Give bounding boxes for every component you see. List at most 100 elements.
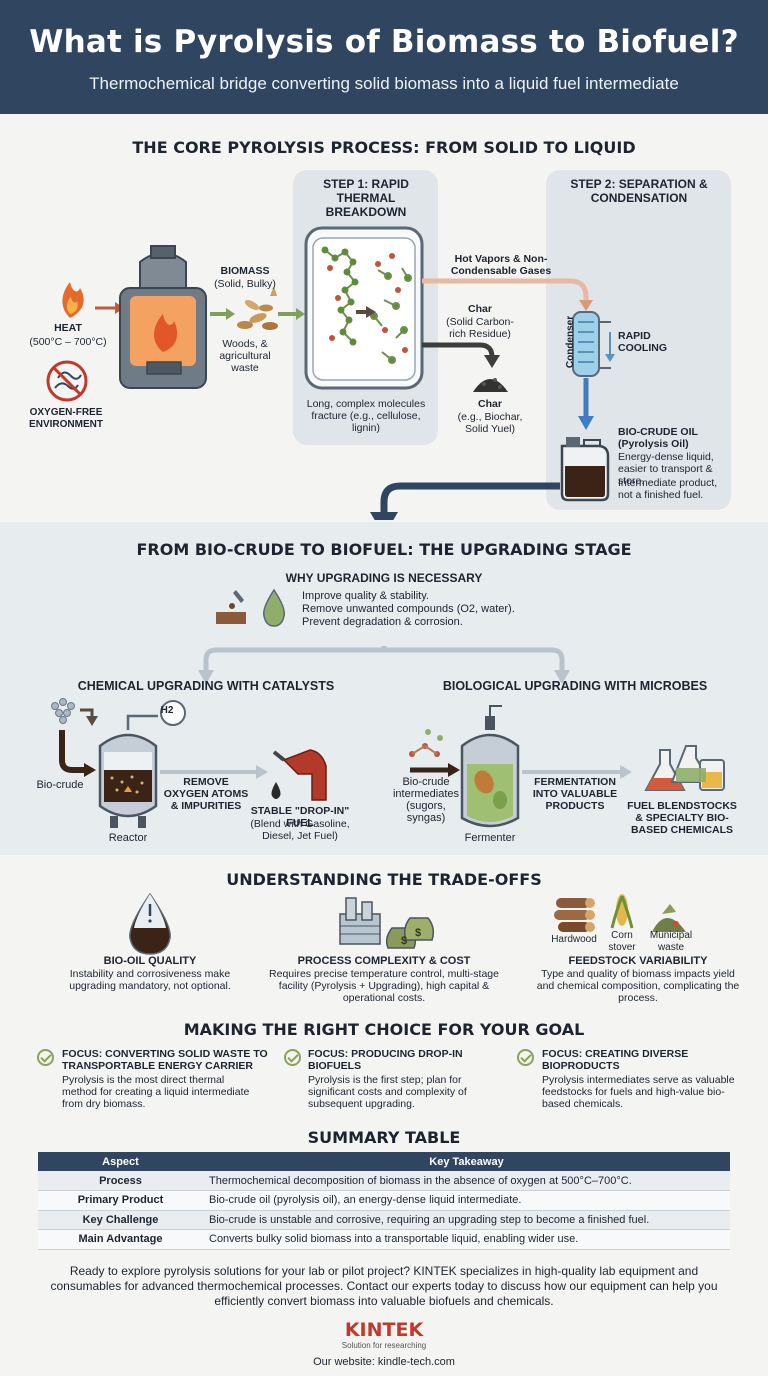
choice-2-title: FOCUS: PRODUCING DROP-IN BIOFUELS — [308, 1048, 463, 1072]
check-icon — [517, 1049, 534, 1066]
table-cell: Converts bulky solid biomass into a tran… — [203, 1229, 730, 1250]
pyrolysis-reactor-icon — [119, 245, 207, 389]
check-icon — [284, 1049, 301, 1066]
table-cell: Process — [38, 1171, 203, 1191]
tradeoffs-icons: $ $ — [129, 892, 686, 955]
hot-vapors-label: Hot Vapors & Non-Condensable Gases — [450, 253, 552, 277]
tradeoffs-title: UNDERSTANDING THE TRADE-OFFS — [226, 870, 542, 889]
oil-drop-icon — [129, 892, 171, 955]
biocrude-label: Bio-crude — [36, 779, 84, 791]
intermediate-molecules-icon — [409, 743, 440, 757]
upgrading-diagram — [51, 588, 725, 828]
catalytic-reactor-icon — [98, 733, 158, 828]
why-item-1: Improve quality & stability. — [302, 590, 429, 602]
biomass-label: BIOMASS — [220, 265, 270, 277]
biocrude-title: BIO-CRUDE OIL — [618, 426, 698, 438]
biomass-pile-icon — [237, 286, 278, 330]
dropin-sub: (Blend with Gasoline, Diesel, Jet Fuel) — [250, 818, 350, 842]
table-row: Process Thermochemical decomposition of … — [38, 1171, 730, 1191]
tradeoff-2-desc: Requires precise temperature control, mu… — [269, 968, 499, 1004]
table-cell: Primary Product — [38, 1190, 203, 1211]
water-drop-icon — [262, 588, 286, 627]
fragment-nodes — [327, 253, 408, 353]
tradeoff-1-title: BIO-OIL QUALITY — [103, 955, 197, 967]
choice-2-desc: Pyrolysis is the first step; plan for si… — [308, 1074, 467, 1110]
table-header: Aspect — [38, 1152, 203, 1171]
corrosion-drop-icon — [216, 590, 246, 624]
footer-cta: Ready to explore pyrolysis solutions for… — [50, 1264, 718, 1308]
fuel-nozzle-icon — [271, 749, 327, 801]
table-header: Key Takeaway — [203, 1152, 730, 1171]
page-subtitle: Thermochemical bridge converting solid b… — [89, 74, 679, 93]
table-cell: Bio-crude oil (pyrolysis oil), an energy… — [203, 1190, 730, 1211]
tradeoff-2-title: PROCESS COMPLEXITY & COST — [297, 955, 471, 967]
molecule-nodes — [321, 246, 359, 346]
table-row: Key Challenge Bio-crude is unstable and … — [38, 1210, 730, 1230]
char-output-sub: (e.g., Biochar, Solid Yuel) — [457, 411, 523, 435]
table-row: Primary Product Bio-crude oil (pyrolysis… — [38, 1190, 730, 1211]
corn-stover-icon — [610, 894, 634, 929]
feed-hardwood-label: Hardwood — [551, 934, 597, 945]
why-upgrading-title: WHY UPGRADING IS NECESSARY — [285, 571, 483, 585]
header-banner: What is Pyrolysis of Biomass to Biofuel?… — [0, 0, 768, 114]
core-process-diagram — [46, 226, 615, 520]
table-cell: Bio-crude is unstable and corrosive, req… — [203, 1210, 730, 1230]
heat-flame-icon — [62, 282, 84, 318]
brand-tagline: Solution for researching — [341, 1341, 427, 1350]
bio-upgrading-title: BIOLOGICAL UPGRADING WITH MICROBES — [442, 679, 708, 693]
summary-title: SUMMARY TABLE — [307, 1128, 461, 1147]
check-icon — [37, 1049, 54, 1066]
table-header-row: Aspect Key Takeaway — [38, 1152, 730, 1171]
tradeoff-1-desc: Instability and corrosiveness make upgra… — [69, 968, 231, 992]
biocrude-desc: Energy-dense liquid, easier to transport… — [618, 451, 714, 487]
tradeoff-3-title: FEEDSTOCK VARIABILITY — [568, 955, 708, 967]
step1-title: STEP 1: RAPID THERMAL BREAKDOWN — [323, 177, 409, 219]
oxygen-free-label: OXYGEN-FREE ENVIRONMENT — [29, 407, 103, 430]
catalyst-pellets-icon — [51, 698, 75, 724]
table-cell: Key Challenge — [38, 1210, 203, 1230]
municipal-waste-icon — [652, 904, 686, 932]
website-link[interactable]: Our website: kindle-tech.com — [313, 1356, 455, 1368]
why-item-2: Remove unwanted compounds (O2, water). — [302, 603, 515, 615]
biomass-examples: Woods, & agricultural waste — [219, 338, 271, 374]
heat-label: HEAT — [54, 322, 82, 334]
core-process-title: THE CORE PYROLYSIS PROCESS: FROM SOLID T… — [132, 138, 636, 157]
rapid-cooling-label: RAPID COOLING — [618, 330, 667, 354]
lab-flasks-icon — [644, 745, 725, 791]
blendstocks-label: FUEL BLENDSTOCKS & SPECIALTY BIO-BASED C… — [627, 800, 737, 836]
feed-corn-label: Corn stover — [608, 930, 636, 953]
thermal-breakdown-chamber — [304, 226, 424, 390]
svg-text:$: $ — [401, 935, 407, 947]
feed-municipal-label: Municipal waste — [649, 930, 693, 953]
table-cell: Main Advantage — [38, 1229, 203, 1250]
step2-title: STEP 2: SEPARATION & CONDENSATION — [570, 177, 708, 205]
heat-range: (500°C – 700°C) — [29, 336, 107, 348]
step1-caption: Long, complex molecules fracture (e.g., … — [306, 398, 426, 434]
chem-upgrading-title: CHEMICAL UPGRADING WITH CATALYSTS — [77, 679, 335, 693]
fermenter-icon — [460, 705, 520, 828]
h2-label: H2 — [160, 705, 174, 716]
char-label: Char — [468, 303, 492, 315]
no-oxygen-icon — [46, 360, 88, 402]
choice-3-title: FOCUS: CREATING DIVERSE BIOPRODUCTS — [542, 1048, 689, 1072]
hardwood-logs-icon — [554, 898, 595, 932]
choice-title: MAKING THE RIGHT CHOICE FOR YOUR GOAL — [183, 1020, 585, 1039]
tradeoff-3-desc: Type and quality of biomass impacts yiel… — [536, 968, 740, 1004]
biocrude-sub: (Pyrolysis Oil) — [618, 438, 689, 450]
condenser-label: Condenser — [565, 315, 576, 369]
reactor-label: Reactor — [108, 832, 148, 844]
condenser-icon — [572, 311, 611, 377]
biomass-sub: (Solid, Bulky) — [214, 278, 276, 290]
fermentation-label: FERMENTATION INTO VALUABLE PRODUCTS — [532, 776, 618, 812]
fermenter-label: Fermenter — [464, 832, 516, 844]
page-title: What is Pyrolysis of Biomass to Biofuel? — [29, 24, 739, 60]
choice-3-desc: Pyrolysis intermediates serve as valuabl… — [542, 1074, 735, 1110]
table-row: Main Advantage Converts bulky solid biom… — [38, 1229, 730, 1250]
choice-1-title: FOCUS: CONVERTING SOLID WASTE TO TRANSPO… — [62, 1048, 268, 1072]
choice-1-desc: Pyrolysis is the most direct thermal met… — [62, 1074, 250, 1110]
brand-logo: KINTEK — [344, 1319, 424, 1341]
intermediates-label: Bio-crude intermediates (sugors, syngas) — [392, 776, 460, 824]
char-pile-icon — [473, 378, 508, 392]
dropin-title: STABLE "DROP-IN" FUEL — [250, 805, 350, 829]
biocrude-container-icon — [560, 437, 610, 502]
